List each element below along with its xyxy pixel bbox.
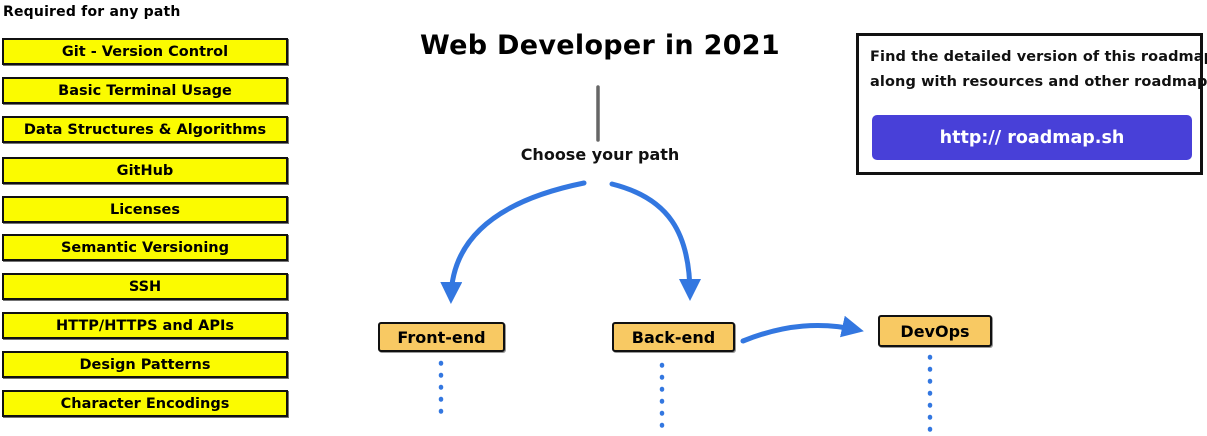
topic-basic-terminal-usage[interactable]: Basic Terminal Usage: [2, 77, 288, 104]
info-box: Find the detailed version of this roadma…: [856, 33, 1207, 175]
topic-http-https-apis[interactable]: HTTP/HTTPS and APIs: [2, 312, 288, 339]
roadmap-link-button[interactable]: http:// roadmap.sh: [872, 115, 1192, 160]
topic-github[interactable]: GitHub: [2, 157, 288, 184]
arrow-back-end-to-devops: [740, 315, 864, 344]
info-text-line-1: Find the detailed version of this roadma…: [870, 49, 1207, 65]
node-back-end[interactable]: Back-end: [612, 322, 735, 352]
topic-design-patterns[interactable]: Design Patterns: [2, 351, 288, 378]
node-front-end[interactable]: Front-end: [378, 322, 505, 352]
topic-git-version-control[interactable]: Git - Version Control: [2, 38, 288, 65]
node-devops[interactable]: DevOps: [878, 315, 992, 347]
sidebar-header: Required for any path: [3, 4, 181, 20]
page-title: Web Developer in 2021: [420, 30, 780, 61]
arrow-to-front-end: [440, 180, 587, 304]
topic-data-structures-algorithms[interactable]: Data Structures & Algorithms: [2, 116, 288, 143]
topic-character-encodings[interactable]: Character Encodings: [2, 390, 288, 417]
info-text-line-2: along with resources and other roadmaps: [870, 74, 1207, 90]
arrow-to-back-end: [609, 181, 701, 301]
topic-ssh[interactable]: SSH: [2, 273, 288, 300]
topic-licenses[interactable]: Licenses: [2, 196, 288, 223]
choose-path-label: Choose your path: [520, 145, 680, 164]
topic-semantic-versioning[interactable]: Semantic Versioning: [2, 234, 288, 261]
